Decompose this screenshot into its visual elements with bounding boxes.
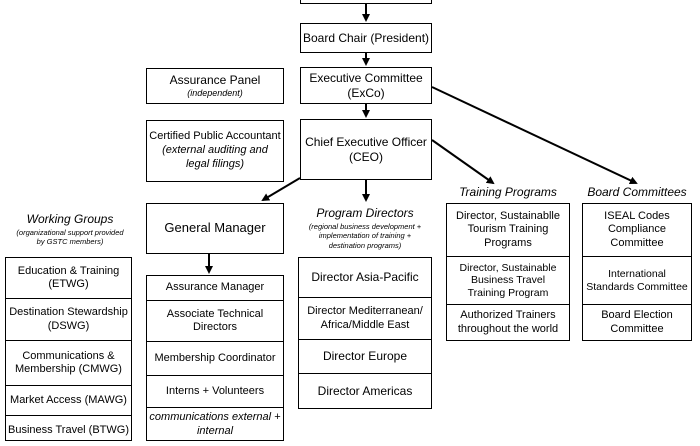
ceo-box: Chief Executive Officer (CEO) [300,119,432,180]
list-item: Associate Technical Directors [166,307,264,333]
executive-committee-box: Executive Committee (ExCo) [300,67,432,104]
top-box [300,0,432,4]
ceo-label-line1: Chief Executive Officer [305,134,427,149]
assurance-panel-box: Assurance Panel (independent) [146,68,284,104]
exco-label-line2: (ExCo) [347,85,385,100]
list-item: Education & Training (ETWG) [17,264,120,290]
program-directors-header: Program Directors [316,206,414,220]
list-item: Board Election Committee [601,309,673,335]
general-manager-staff-list: Assurance Manager Associate Technical Di… [146,275,284,441]
exco-label-line1: Executive Committee [309,70,423,85]
program-directors-list: Director Asia-Pacific Director Mediterra… [298,257,432,409]
list-item: Market Access (MAWG) [10,393,127,406]
working-groups-subtitle: (organizational support provided by GSTC… [0,228,140,247]
ceo-label-line2: (CEO) [349,149,383,164]
arrow-ceo-to-training-programs [431,139,495,185]
board-committees-header: Board Committees [587,185,687,199]
list-item: Assurance Manager [165,281,265,294]
list-item: Director Europe [322,349,408,364]
working-groups-header: Working Groups [26,212,114,226]
list-item: communications external + internal [149,411,281,437]
board-committees-list: ISEAL Codes Compliance Committee Interna… [582,203,692,341]
working-groups-sub-line1: (organizational support provided [16,228,124,237]
cpa-label: Certified Public Accountant [149,130,281,143]
training-programs-list: Director, Sustainablle Tourism Training … [446,203,570,341]
board-chair-box: Board Chair (President) [300,23,432,53]
program-directors-sub-line2: implementation of training + [318,231,412,241]
arrow-ceo-to-general-manager [261,177,301,202]
list-item: Interns + Volunteers [165,384,265,397]
cpa-note-line2: legal filings) [185,157,245,170]
list-item: Director Asia-Pacific [311,270,419,285]
list-item: Director, Sustainablle Tourism Training … [456,210,560,249]
program-directors-sub-line3: destination programs) [328,240,402,250]
cpa-note-line1: (external auditing and [162,144,268,157]
list-item: Authorized Trainers throughout the world [457,309,559,335]
list-item: ISEAL Codes Compliance Committee [604,210,670,249]
program-directors-sub-line1: (regional business development + [308,222,422,231]
arrow-exco-to-board-committees [431,86,638,185]
training-programs-header: Training Programs [459,185,557,199]
assurance-panel-note: (independent) [187,87,243,98]
board-chair-label: Board Chair (President) [302,30,430,45]
working-groups-list: Education & Training (ETWG) Destination … [5,257,132,441]
list-item: Communications & Membership (CMWG) [15,349,122,375]
list-item: Director Americas [317,383,413,398]
list-item: Business Travel (BTWG) [7,424,130,437]
list-item: International Standards Committee [586,267,688,293]
cpa-box: Certified Public Accountant (external au… [146,120,284,182]
list-item: Director Mediterranean/ Africa/Middle Ea… [307,305,423,331]
program-directors-subtitle: (regional business development + impleme… [298,222,432,250]
general-manager-box: General Manager [146,203,284,254]
list-item: Director, Sustainable Business Travel Tr… [459,261,557,299]
working-groups-sub-line2: by GSTC members) [36,237,104,247]
assurance-panel-label: Assurance Panel [169,72,261,87]
general-manager-label: General Manager [164,220,266,236]
list-item: Destination Stewardship (DSWG) [9,306,128,332]
list-item: Membership Coordinator [154,351,276,364]
